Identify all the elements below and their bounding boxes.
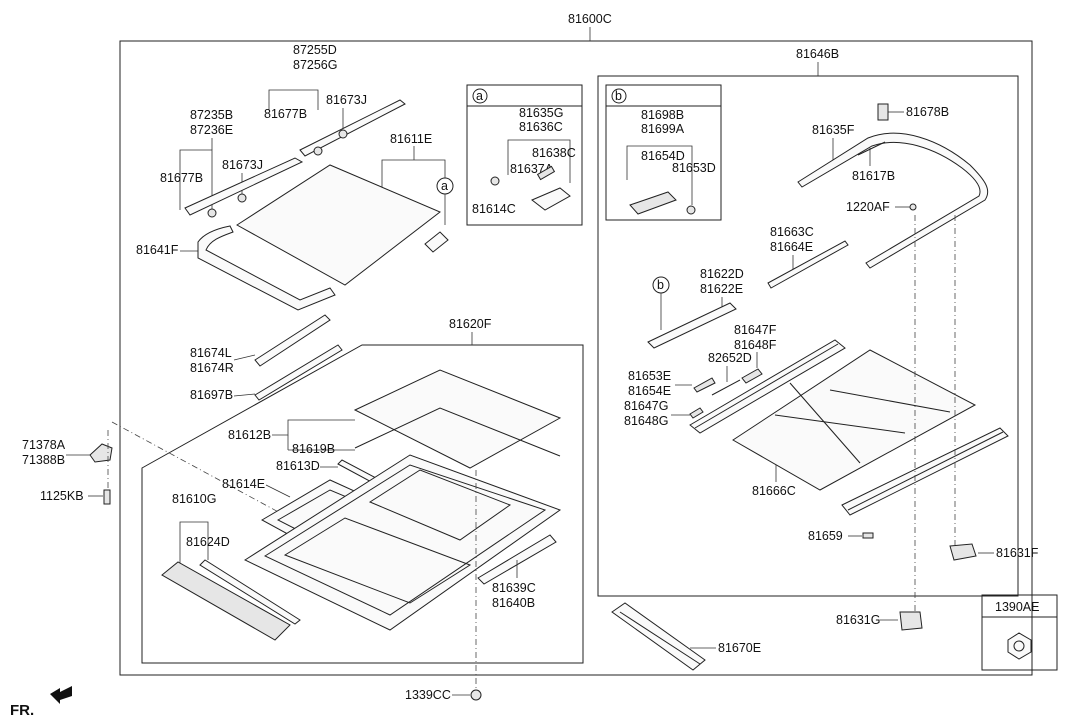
label-81673J-top: 81673J bbox=[326, 93, 367, 107]
roof-frame-panel bbox=[243, 454, 562, 631]
label-81654E: 81654E bbox=[628, 384, 671, 398]
shade-81666C bbox=[732, 349, 977, 491]
label-81635G: 81635G bbox=[519, 106, 563, 120]
nut-1390AE bbox=[1007, 632, 1032, 660]
label-1220AF: 1220AF bbox=[846, 200, 890, 214]
label-81638C: 81638C bbox=[532, 146, 576, 160]
label-81648F: 81648F bbox=[734, 338, 777, 352]
label-81648G: 81648G bbox=[624, 414, 668, 428]
label-81635F: 81635F bbox=[812, 123, 855, 137]
motor-81631G bbox=[899, 611, 923, 631]
label-87255D: 87255D bbox=[293, 43, 337, 57]
label-1125KB: 1125KB bbox=[40, 489, 84, 503]
sunroof-assembly-frame bbox=[597, 75, 1019, 597]
label-81614E: 81614E bbox=[222, 477, 265, 491]
label-81670E: 81670E bbox=[718, 641, 761, 655]
label-81631G: 81631G bbox=[836, 613, 880, 627]
label-81612B: 81612B bbox=[228, 428, 271, 442]
label-81600C: 81600C bbox=[568, 12, 612, 26]
inset-b: b 81698B 81699A 81654D 81653D bbox=[605, 84, 722, 221]
label-81641F: 81641F bbox=[136, 243, 179, 257]
label-71378A: 71378A bbox=[22, 438, 66, 452]
label-81653E: 81653E bbox=[628, 369, 671, 383]
label-81678B: 81678B bbox=[906, 105, 949, 119]
rail-left bbox=[689, 339, 846, 434]
molding-lower bbox=[254, 344, 343, 401]
front-garnish bbox=[299, 99, 406, 157]
label-87236E: 87236E bbox=[190, 123, 233, 137]
label-81610G: 81610G bbox=[172, 492, 216, 506]
roof-panel bbox=[236, 164, 441, 286]
label-1339CC: 1339CC bbox=[405, 688, 451, 702]
marker-a: a bbox=[441, 179, 448, 193]
label-81614C: 81614C bbox=[472, 202, 516, 216]
label-87235B: 87235B bbox=[190, 108, 233, 122]
legend-box-1390AE bbox=[981, 594, 1058, 671]
label-81653D: 81653D bbox=[672, 161, 716, 175]
label-81622E: 81622E bbox=[700, 282, 743, 296]
label-81647F: 81647F bbox=[734, 323, 777, 337]
strip-81624D bbox=[199, 559, 301, 625]
label-81631F: 81631F bbox=[996, 546, 1039, 560]
label-81674L: 81674L bbox=[190, 346, 232, 360]
bolt-1125KB bbox=[103, 489, 111, 505]
inset-a-marker: a bbox=[476, 89, 483, 103]
label-81677B-top: 81677B bbox=[264, 107, 307, 121]
rail-81635F bbox=[797, 132, 989, 269]
side-garnish bbox=[184, 157, 304, 216]
label-81647G: 81647G bbox=[624, 399, 668, 413]
cable-81663C bbox=[767, 240, 849, 289]
motor-81631F bbox=[949, 543, 977, 561]
label-81654D: 81654D bbox=[641, 149, 685, 163]
label-81636C: 81636C bbox=[519, 120, 563, 134]
molding-upper bbox=[254, 314, 331, 367]
label-81646B: 81646B bbox=[796, 47, 839, 61]
label-81697B: 81697B bbox=[190, 388, 233, 402]
roof-seal-trim bbox=[197, 225, 336, 311]
front-direction-label: FR. bbox=[10, 702, 34, 719]
label-81611E: 81611E bbox=[390, 132, 432, 146]
label-81622D: 81622D bbox=[700, 267, 744, 281]
inset-b-marker: b bbox=[615, 89, 622, 103]
label-81640B: 81640B bbox=[492, 596, 535, 610]
label-81673J-left: 81673J bbox=[222, 158, 263, 172]
label-81617B: 81617B bbox=[852, 169, 895, 183]
bracket-71378A bbox=[89, 443, 113, 463]
sunroof-parts: 81678B 81635F 81617B 1220AF 81663C 81664… bbox=[624, 103, 1009, 612]
main-assembly-frame bbox=[119, 40, 1033, 676]
roof-panel-group: 87255D 87256G 81677B 81673J 87235B 87236… bbox=[136, 43, 454, 402]
rail-81639C bbox=[477, 534, 557, 585]
label-81677B-left: 81677B bbox=[160, 171, 203, 185]
label-82652D: 82652D bbox=[708, 351, 752, 365]
marker-b: b bbox=[657, 278, 664, 292]
label-81663C: 81663C bbox=[770, 225, 814, 239]
label-81664E: 81664E bbox=[770, 240, 813, 254]
inset-a: a 81635G 81636C 81638C 81637A 81614C bbox=[466, 84, 583, 226]
front-arrow-icon bbox=[50, 686, 72, 704]
glass-81612B bbox=[353, 369, 562, 469]
roof-frame-group-outline bbox=[141, 344, 584, 664]
label-1390AE: 1390AE bbox=[995, 600, 1039, 614]
label-81699A: 81699A bbox=[641, 122, 685, 136]
label-81659: 81659 bbox=[808, 529, 843, 543]
label-81613D: 81613D bbox=[276, 459, 320, 473]
label-81698B: 81698B bbox=[641, 108, 684, 122]
strip-81610G bbox=[161, 561, 291, 641]
label-87256G: 87256G bbox=[293, 58, 337, 72]
link-81622D bbox=[647, 302, 737, 349]
label-81666C: 81666C bbox=[752, 484, 796, 498]
label-81624D: 81624D bbox=[186, 535, 230, 549]
label-81619B: 81619B bbox=[292, 442, 335, 456]
label-81639C: 81639C bbox=[492, 581, 536, 595]
label-71388B: 71388B bbox=[22, 453, 65, 467]
bolt-1339CC bbox=[470, 689, 482, 701]
label-81620F: 81620F bbox=[449, 317, 492, 331]
label-81674R: 81674R bbox=[190, 361, 234, 375]
frame-group: 81612B 81619B 81613D 81614E 81610G 81624… bbox=[161, 369, 562, 641]
part-81678B bbox=[877, 103, 889, 121]
